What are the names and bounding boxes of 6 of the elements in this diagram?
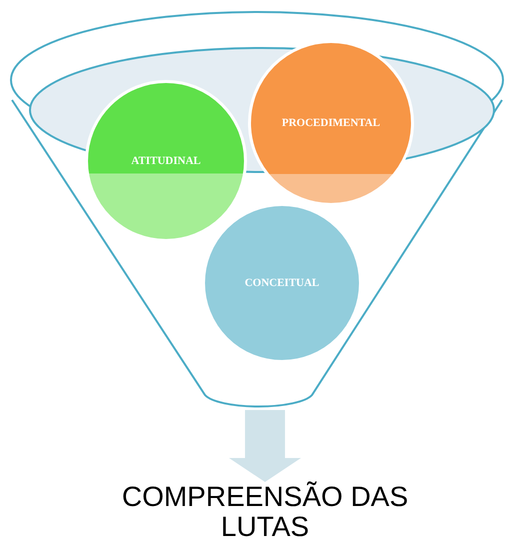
funnel-drawing [8, 10, 506, 410]
circle-label: ATITUDINAL [131, 155, 201, 167]
circle-label: PROCEDIMENTAL [282, 117, 380, 129]
circle-label: CONCEITUAL [244, 277, 320, 289]
outcome-text: COMPREENSÃO DAS LUTAS [95, 482, 435, 544]
block-arrow [229, 410, 301, 482]
